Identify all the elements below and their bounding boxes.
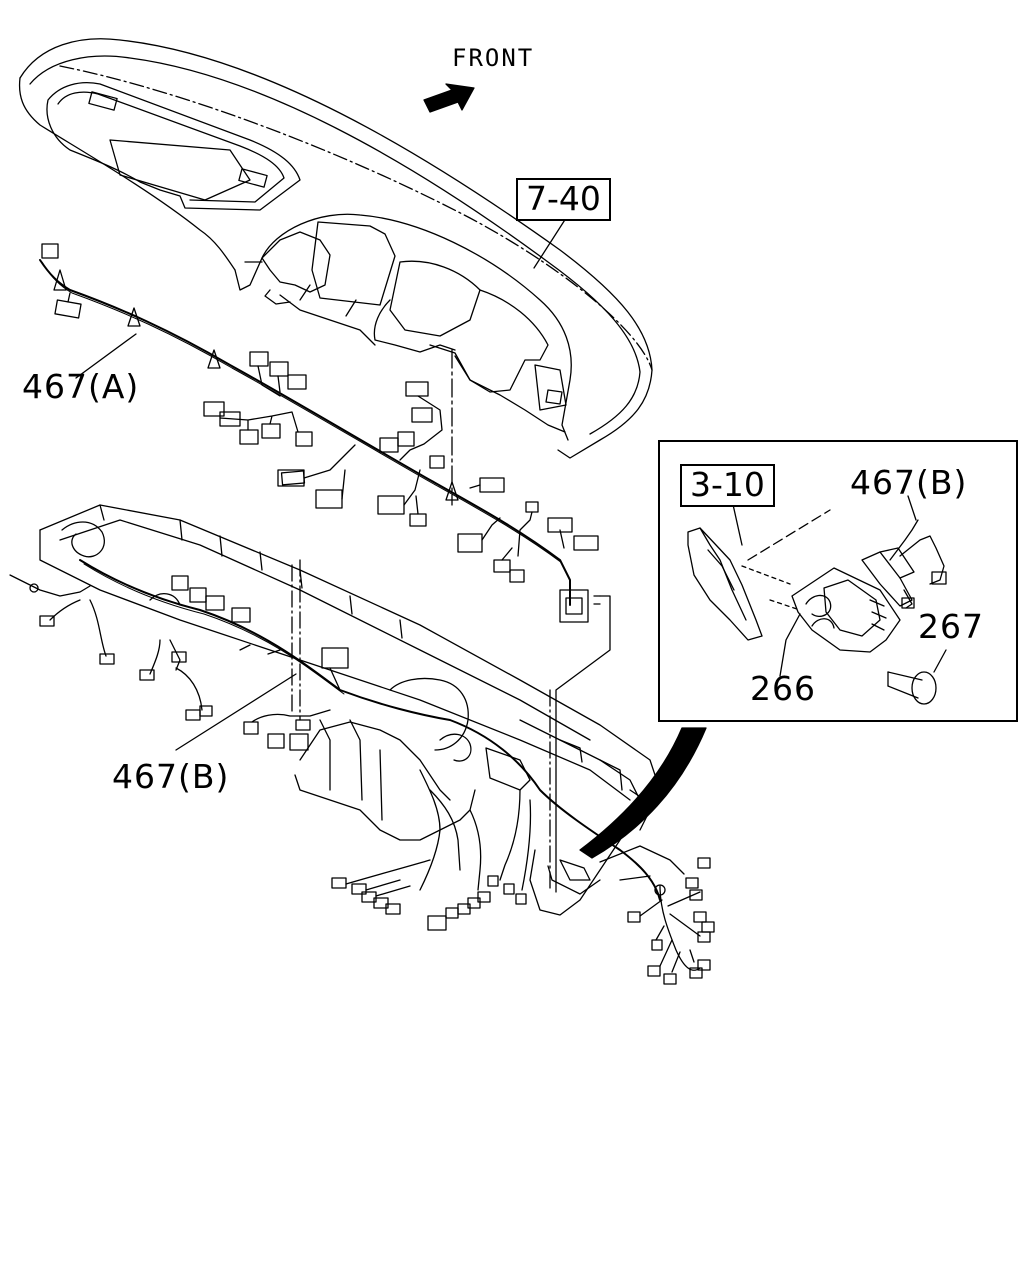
inset-pointer	[579, 727, 707, 859]
leader-ref-main	[533, 214, 569, 269]
leader-harness-a	[75, 333, 137, 379]
callout-harness-b-main: 467(B)	[112, 757, 230, 796]
harness-a	[39, 243, 601, 623]
ref-main-box: 7-40	[516, 178, 611, 221]
instrument-panel	[18, 38, 653, 459]
callout-bracket: 266	[750, 669, 816, 708]
callout-bolt: 267	[918, 607, 984, 646]
leader-harness-b-main	[175, 673, 297, 751]
callout-harness-b-inset: 467(B)	[850, 463, 968, 502]
callout-bracket	[555, 595, 611, 893]
front-label: FRONT	[452, 44, 535, 72]
ref-inset-box: 3-10	[680, 464, 775, 507]
front-arrow-icon	[423, 83, 475, 113]
callout-harness-a: 467(A)	[22, 367, 140, 406]
